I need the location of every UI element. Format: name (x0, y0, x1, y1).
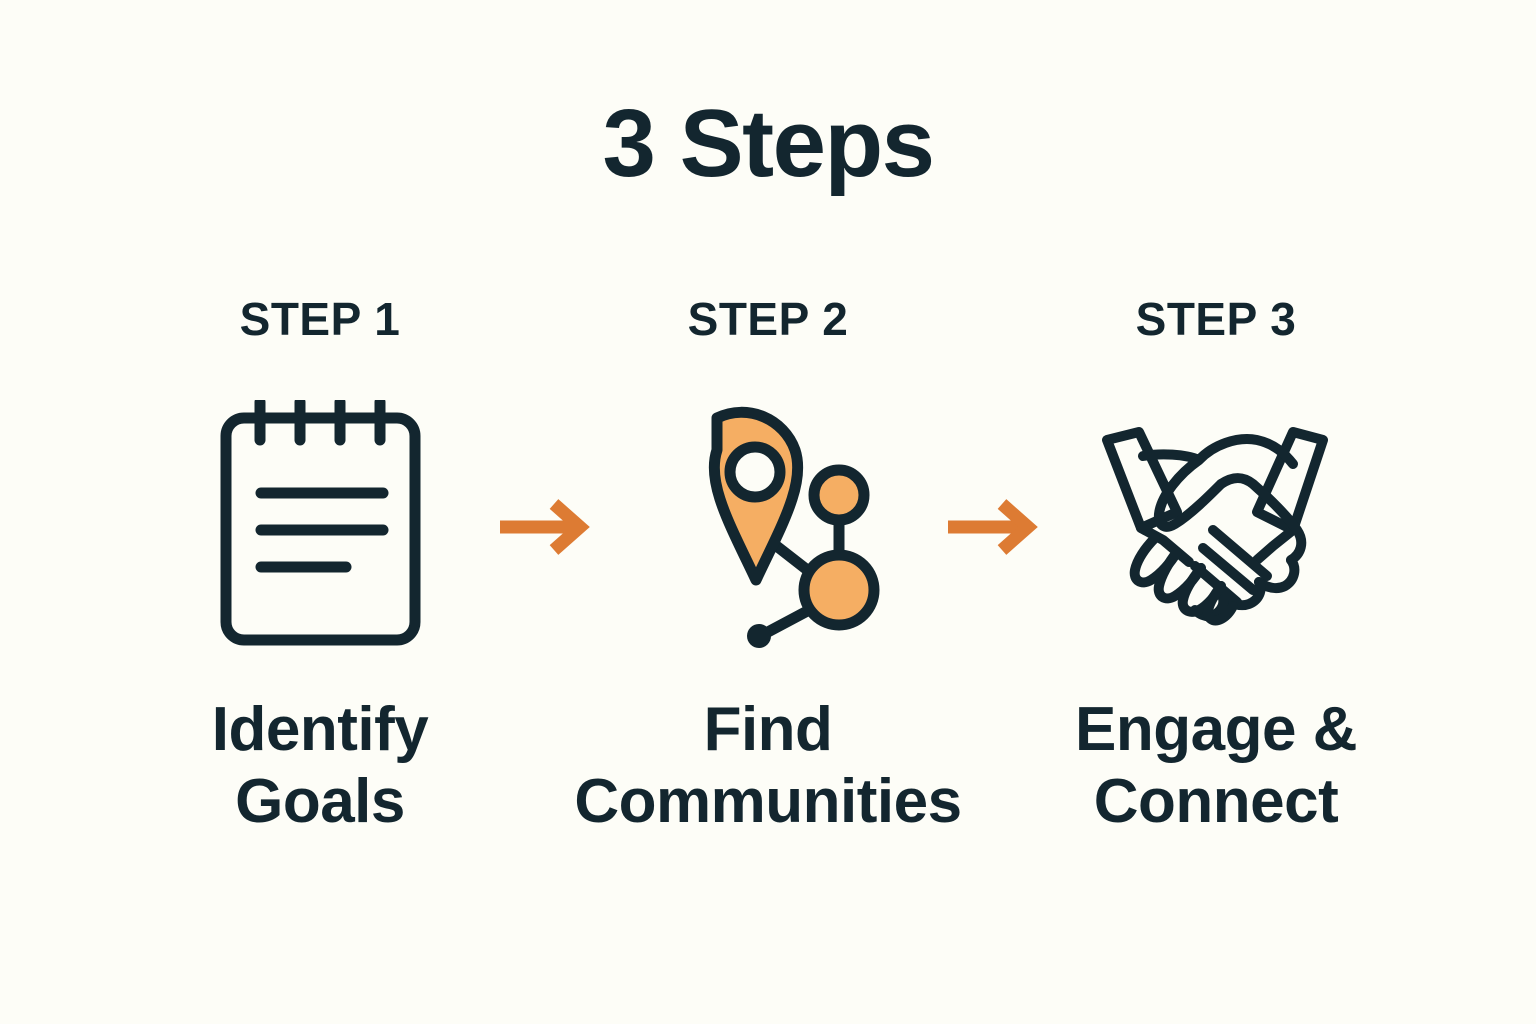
page-title: 3 Steps (602, 90, 935, 197)
arrow-right-icon-1 (500, 499, 590, 555)
step-label-1: STEP 1 (239, 293, 401, 345)
steps-row: STEP 1 notepad-icon Identify Goals arrow… (0, 296, 1536, 896)
notepad-icon (220, 400, 420, 646)
step-caption-2: Find Communities (574, 695, 962, 836)
arrow-cell-2: arrow-right-icon-2 (933, 296, 1051, 558)
arrow-right-icon-2 (948, 499, 1038, 555)
step-label-2: STEP 2 (687, 293, 849, 345)
step-column-2: STEP 2 map-pin-network-icon (574, 293, 962, 838)
step-label-3: STEP 3 (1135, 293, 1297, 345)
step-column-3: STEP 3 handshake-icon (1051, 296, 1381, 838)
step-icon-3: handshake-icon (1061, 400, 1371, 650)
map-pin-network-icon (708, 406, 880, 648)
arrow-cell-1: arrow-right-icon-1 (485, 296, 603, 558)
step-column-1: STEP 1 notepad-icon Identify Goals (155, 296, 485, 838)
step-caption-1: Identify Goals (211, 695, 429, 836)
step-icon-2: map-pin-network-icon (643, 400, 893, 650)
step-caption-3: Engage & Connect (1075, 695, 1357, 836)
step-icon-1: notepad-icon (213, 400, 428, 650)
handshake-icon (1102, 427, 1328, 626)
